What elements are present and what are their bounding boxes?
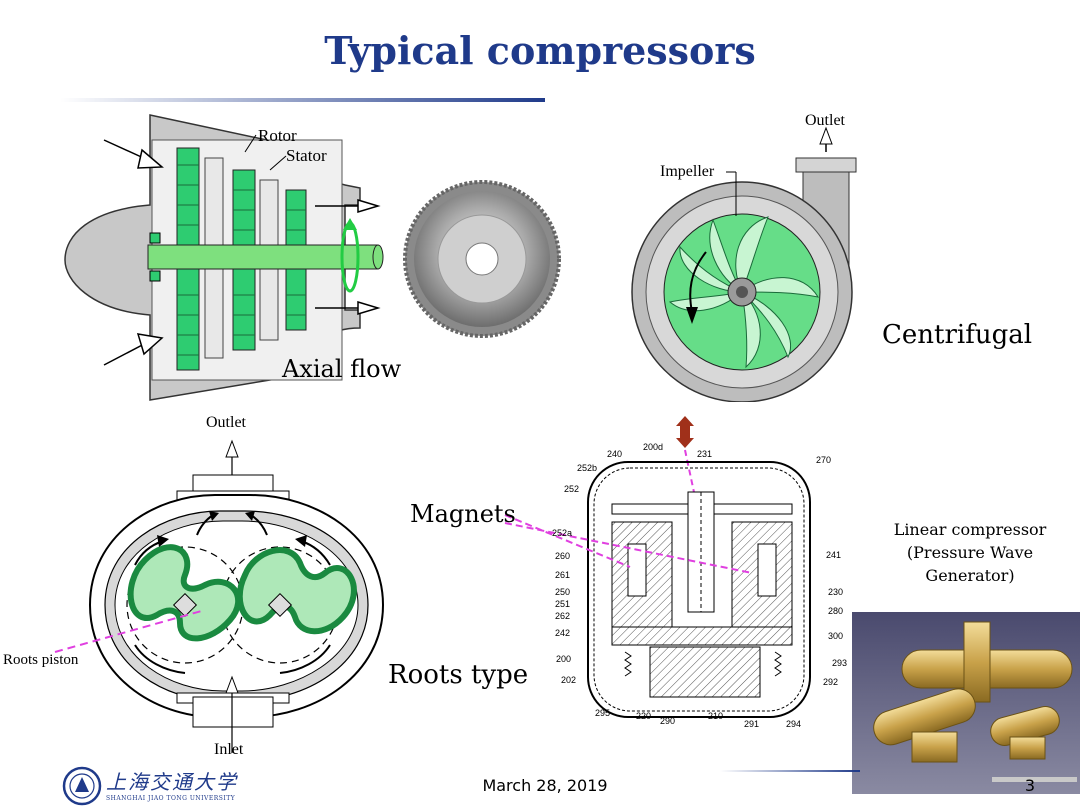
part-number: 252 — [564, 484, 580, 494]
linear-compressor-drawing — [587, 416, 811, 718]
part-number: 260 — [555, 551, 571, 561]
roots-inlet-arrow — [225, 675, 239, 694]
roots-caption: Roots type — [388, 660, 529, 690]
roots-lobe-right — [236, 547, 357, 635]
rotor-label: Rotor — [258, 126, 297, 145]
part-number: 252a — [552, 528, 573, 538]
pressure-wave-generator-photo — [852, 612, 1080, 794]
part-number: 210 — [708, 711, 724, 721]
part-number: 291 — [744, 719, 760, 729]
bearing-bottom — [149, 270, 161, 282]
part-number: 270 — [816, 455, 832, 465]
part-number: 293 — [832, 658, 848, 668]
part-number: 262 — [555, 611, 571, 621]
oscillation-arrow-icon — [676, 416, 694, 448]
magnets-label: Magnets — [410, 500, 516, 528]
slide-date: March 28, 2019 — [482, 776, 608, 795]
outlet-arrow — [819, 126, 833, 145]
part-number: 295 — [595, 708, 611, 718]
linear-compressor-caption: Linear compressor (Pressure Wave Generat… — [870, 518, 1070, 587]
centrifugal-caption: Centrifugal — [882, 320, 1033, 350]
title-underline — [60, 98, 545, 102]
part-number: 261 — [555, 570, 571, 580]
linear-caption-line3: Generator) — [925, 566, 1015, 585]
centrifugal-outlet-label: Outlet — [805, 112, 845, 129]
axial-flow-diagram — [64, 114, 384, 401]
axial-flow-caption: Axial flow — [282, 355, 402, 383]
part-number: 280 — [828, 606, 844, 616]
part-number: 294 — [786, 719, 802, 729]
linear-caption-line1: Linear compressor — [893, 520, 1047, 539]
university-logo-subtext: SHANGHAI JIAO TONG UNIVERSITY — [106, 795, 236, 802]
part-number: 292 — [823, 677, 839, 687]
stator-label: Stator — [286, 146, 327, 165]
university-seal-icon — [62, 766, 102, 806]
part-number: 252b — [577, 463, 598, 473]
centrifugal-diagram — [631, 126, 857, 402]
rotor-disk-photo — [403, 180, 561, 338]
linear-caption-line2: (Pressure Wave — [906, 543, 1034, 562]
part-number: 200 — [556, 654, 572, 664]
part-number: 231 — [697, 449, 713, 459]
part-number: 300 — [828, 631, 844, 641]
part-number: 200d — [643, 442, 664, 452]
part-number: 230 — [828, 587, 844, 597]
axial-shaft — [147, 244, 379, 270]
roots-lobe-left — [127, 544, 242, 642]
part-number: 241 — [826, 550, 842, 560]
roots-outlet-label: Outlet — [206, 414, 246, 431]
part-number: 220 — [636, 711, 652, 721]
slide-title: Typical compressors — [324, 28, 756, 73]
slide-page-number: 3 — [1024, 776, 1035, 795]
part-number: 202 — [561, 675, 577, 685]
outer-shell — [587, 461, 811, 718]
footer-rule — [720, 770, 860, 772]
roots-outlet-arrow — [225, 439, 239, 458]
roots-piston-pointer — [54, 609, 206, 653]
roots-diagram — [88, 439, 385, 753]
bearing-top — [149, 232, 161, 244]
university-logo-text: 上海交通大学 — [106, 770, 238, 794]
part-number: 290 — [660, 716, 676, 726]
part-number: 240 — [607, 449, 623, 459]
impeller-label: Impeller — [660, 163, 715, 180]
magnets-pointer — [504, 514, 753, 574]
roots-piston-label: Roots piston — [3, 652, 79, 668]
part-number: 242 — [555, 628, 571, 638]
roots-inlet-label: Inlet — [214, 741, 244, 758]
part-number: 250 — [555, 587, 571, 597]
part-number: 251 — [555, 599, 571, 609]
